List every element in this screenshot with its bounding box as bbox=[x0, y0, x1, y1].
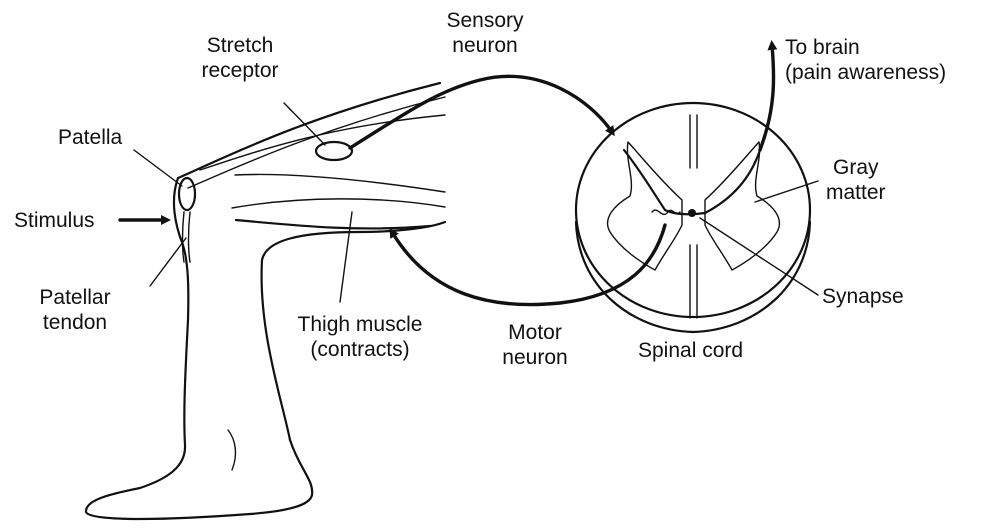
label-gray-matter: Gray matter bbox=[826, 155, 886, 205]
label-patella: Patella bbox=[58, 125, 122, 150]
label-motor-neuron: Motor neuron bbox=[485, 320, 585, 370]
label-stretch-receptor-line-1: Stretch bbox=[185, 33, 295, 58]
knee-front-outline bbox=[86, 178, 312, 519]
patella-leader bbox=[134, 150, 182, 186]
label-to-brain-line-2: (pain awareness) bbox=[785, 60, 975, 85]
patellar-tendon-2 bbox=[189, 212, 191, 262]
thigh-muscle-leader bbox=[340, 212, 352, 302]
spinal-cord bbox=[576, 103, 810, 332]
label-thigh-muscle-line-2: (contracts) bbox=[290, 337, 430, 362]
label-gray-matter-line-2: matter bbox=[826, 180, 886, 205]
label-gray-matter-line-1: Gray bbox=[826, 155, 886, 180]
spinal-cord-lower-band bbox=[576, 222, 810, 332]
thigh-muscle-belly bbox=[236, 220, 430, 228]
label-spinal-cord: Spinal cord bbox=[638, 338, 743, 363]
label-thigh-muscle-line-1: Thigh muscle bbox=[290, 312, 430, 337]
label-sensory-neuron-line-1: Sensory bbox=[430, 8, 540, 33]
label-sensory-neuron-line-2: neuron bbox=[430, 33, 540, 58]
gray-matter-left bbox=[608, 142, 682, 270]
label-to-brain: To brain (pain awareness) bbox=[785, 35, 975, 85]
patellar-tendon bbox=[183, 212, 185, 262]
label-patellar-tendon-line-2: tendon bbox=[20, 310, 130, 335]
label-motor-neuron-line-2: neuron bbox=[485, 345, 585, 370]
patellar-tendon-leader bbox=[150, 238, 186, 286]
ascending-path-inside-cord bbox=[705, 150, 760, 213]
label-thigh-muscle: Thigh muscle (contracts) bbox=[290, 312, 430, 362]
label-synapse: Synapse bbox=[822, 284, 904, 309]
label-motor-neuron-line-1: Motor bbox=[485, 320, 585, 345]
thigh-muscle-line-2 bbox=[235, 174, 445, 192]
leader-lines bbox=[134, 103, 818, 302]
thigh-top-inner-line bbox=[188, 97, 445, 188]
thigh-muscle-line-3 bbox=[232, 199, 445, 208]
label-stimulus: Stimulus bbox=[14, 208, 95, 233]
ankle-bone-line bbox=[228, 430, 235, 470]
synapse-leader bbox=[700, 218, 818, 295]
patella-bone bbox=[179, 178, 195, 210]
label-sensory-neuron: Sensory neuron bbox=[430, 8, 540, 58]
label-patellar-tendon-line-1: Patellar bbox=[20, 285, 130, 310]
motor-neuron-arrow bbox=[392, 225, 665, 305]
to-brain-arrow bbox=[760, 45, 774, 150]
label-stretch-receptor: Stretch receptor bbox=[185, 33, 295, 83]
label-patellar-tendon: Patellar tendon bbox=[20, 285, 130, 335]
stretch-receptor-oval bbox=[316, 142, 352, 160]
label-to-brain-line-1: To brain bbox=[785, 35, 975, 60]
leg-outline bbox=[86, 83, 445, 519]
label-stretch-receptor-line-2: receptor bbox=[185, 58, 295, 83]
